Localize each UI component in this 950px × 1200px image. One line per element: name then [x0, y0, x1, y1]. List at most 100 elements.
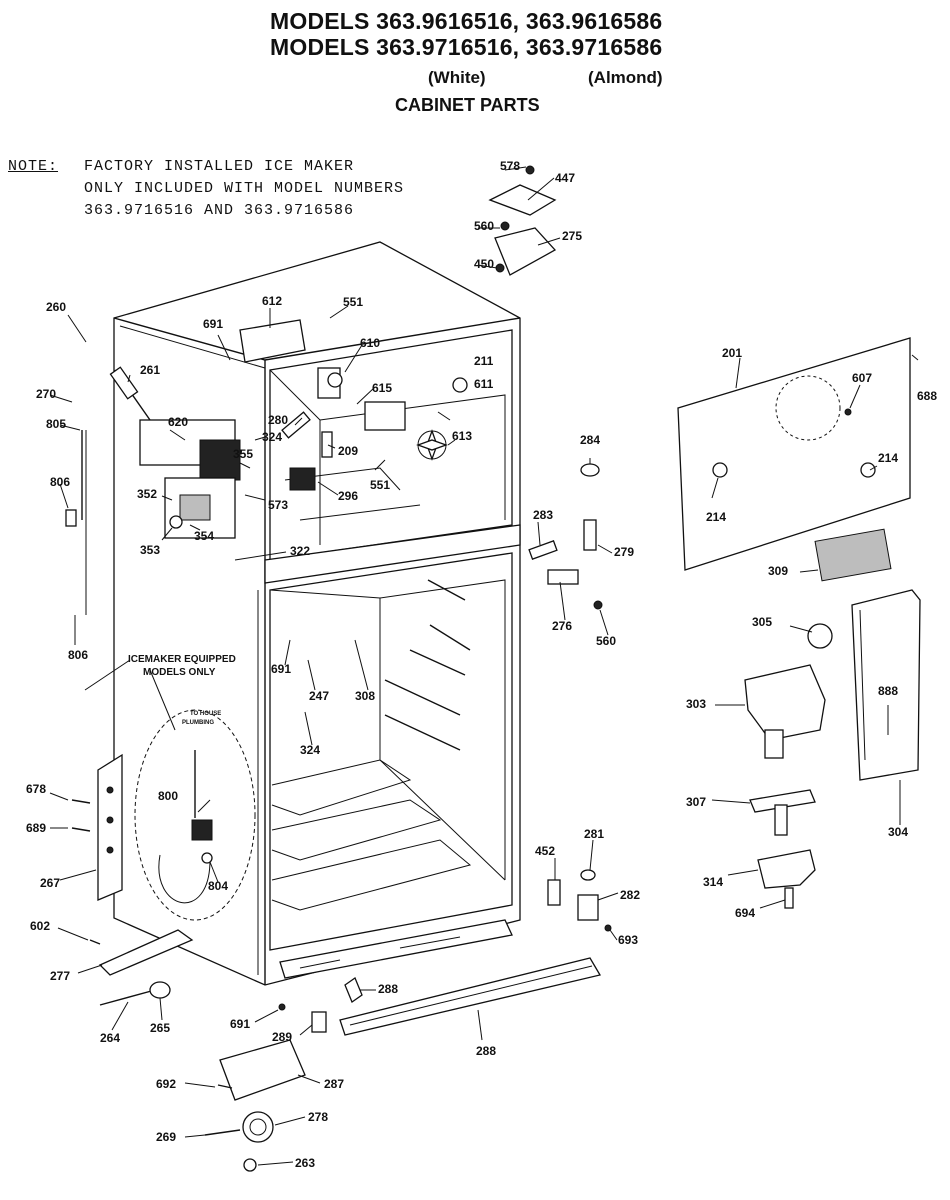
part-number-label: 296	[338, 489, 358, 503]
part-number-label: 267	[40, 876, 60, 890]
part-number-label: 354	[194, 529, 214, 543]
part-number-label: 578	[500, 159, 520, 173]
part-number-label: 806	[50, 475, 70, 489]
part-number-label: 355	[233, 447, 253, 461]
part-number-label: 611	[474, 377, 494, 391]
part-number-label: 447	[555, 171, 575, 185]
part-number-label: 264	[100, 1031, 120, 1045]
part-number-label: 804	[208, 879, 228, 893]
part-number-label: 324	[300, 743, 320, 757]
part-number-label: 613	[452, 429, 472, 443]
part-number-label: 247	[309, 689, 329, 703]
section-subtitle: CABINET PARTS	[395, 95, 540, 115]
dispenser-panel	[677, 337, 911, 649]
part-number-label: 263	[295, 1156, 315, 1170]
part-number-label: 694	[735, 906, 755, 920]
icemaker-callout-1: ICEMAKER EQUIPPED	[128, 654, 236, 665]
part-number-label: 322	[290, 544, 310, 558]
part-number-label: 309	[768, 564, 788, 578]
part-number-labels: 578 447 560 275 450 260 612 551 691 610 211 261 270 6…	[26, 159, 937, 1170]
part-number-label: 324	[262, 430, 282, 444]
part-number-label: 692	[156, 1077, 176, 1091]
color-almond-label: (Almond)	[588, 68, 663, 87]
bottom-parts	[89, 929, 602, 1172]
part-number-label: 287	[324, 1077, 344, 1091]
part-number-label: 612	[262, 294, 282, 308]
part-number-label: 678	[26, 782, 46, 796]
part-number-label: 353	[140, 543, 160, 557]
part-number-label: 261	[140, 363, 160, 377]
part-number-label: 289	[272, 1030, 292, 1044]
part-number-label: 277	[50, 969, 70, 983]
title-line-1: MODELS 363.9616516, 363.9616586	[270, 8, 663, 34]
part-number-label: 307	[686, 795, 706, 809]
part-number-label: 269	[156, 1130, 176, 1144]
part-number-label: 214	[706, 510, 726, 524]
part-number-label: 615	[372, 381, 392, 395]
leader-lines	[49, 166, 919, 1166]
title-line-2: MODELS 363.9716516, 363.9716586	[270, 34, 663, 60]
part-number-label: 270	[36, 387, 56, 401]
icemaker-plumbing-zone	[134, 709, 256, 921]
color-white-label: (White)	[428, 68, 486, 87]
part-number-label: 688	[917, 389, 937, 403]
note-line-1: FACTORY INSTALLED ICE MAKER	[84, 158, 355, 175]
part-number-label: 303	[686, 697, 706, 711]
icemaker-callout-2: MODELS ONLY	[143, 667, 216, 678]
part-number-label: 573	[268, 498, 288, 512]
cabinet-shell	[113, 241, 521, 986]
part-number-label: 805	[46, 417, 66, 431]
top-hinge-parts	[488, 165, 557, 276]
part-number-label: 214	[878, 451, 898, 465]
note-label: NOTE:	[8, 158, 59, 175]
water-valve-part	[191, 819, 213, 841]
part-number-label: 806	[68, 648, 88, 662]
part-number-label: 693	[618, 933, 638, 947]
plumbing-callout-2: PLUMBING	[182, 720, 214, 726]
part-number-label: 888	[878, 684, 898, 698]
part-number-label: 278	[308, 1110, 328, 1124]
part-number-label: 308	[355, 689, 375, 703]
note-line-3: 363.9716516 AND 363.9716586	[84, 202, 355, 219]
part-number-label: 560	[474, 219, 494, 233]
part-number-label: 282	[620, 888, 640, 902]
part-number-label: 560	[596, 634, 616, 648]
part-number-label: 551	[370, 478, 390, 492]
note-line-2: ONLY INCLUDED WITH MODEL NUMBERS	[84, 180, 405, 197]
part-number-label: 620	[168, 415, 188, 429]
dispenser-parts	[744, 589, 921, 909]
part-number-label: 288	[476, 1044, 496, 1058]
part-number-label: 265	[150, 1021, 170, 1035]
part-number-label: 280	[268, 413, 288, 427]
door-trim-parts	[528, 463, 612, 932]
part-number-label: 288	[378, 982, 398, 996]
part-number-label: 283	[533, 508, 553, 522]
part-number-label: 260	[46, 300, 66, 314]
part-number-label: 551	[343, 295, 363, 309]
icemaker-assembly	[109, 366, 241, 539]
part-number-label: 304	[888, 825, 908, 839]
part-number-label: 689	[26, 821, 46, 835]
part-number-label: 279	[614, 545, 634, 559]
part-number-label: 452	[535, 844, 555, 858]
freezer-components	[239, 319, 468, 491]
part-number-label: 276	[552, 619, 572, 633]
part-number-label: 800	[158, 789, 178, 803]
part-number-label: 314	[703, 875, 723, 889]
part-number-label: 305	[752, 615, 772, 629]
part-number-label: 602	[30, 919, 50, 933]
part-number-label: 284	[580, 433, 600, 447]
part-number-label: 691	[271, 662, 291, 676]
part-number-label: 607	[852, 371, 872, 385]
part-number-label: 450	[474, 257, 494, 271]
plumbing-callout-1: TO HOUSE	[190, 711, 221, 717]
part-number-label: 281	[584, 827, 604, 841]
part-number-label: 691	[203, 317, 223, 331]
part-number-label: 201	[722, 346, 742, 360]
part-number-label: 352	[137, 487, 157, 501]
part-number-label: 211	[474, 354, 494, 368]
part-number-label: 691	[230, 1017, 250, 1031]
part-number-label: 275	[562, 229, 582, 243]
part-number-label: 610	[360, 336, 380, 350]
